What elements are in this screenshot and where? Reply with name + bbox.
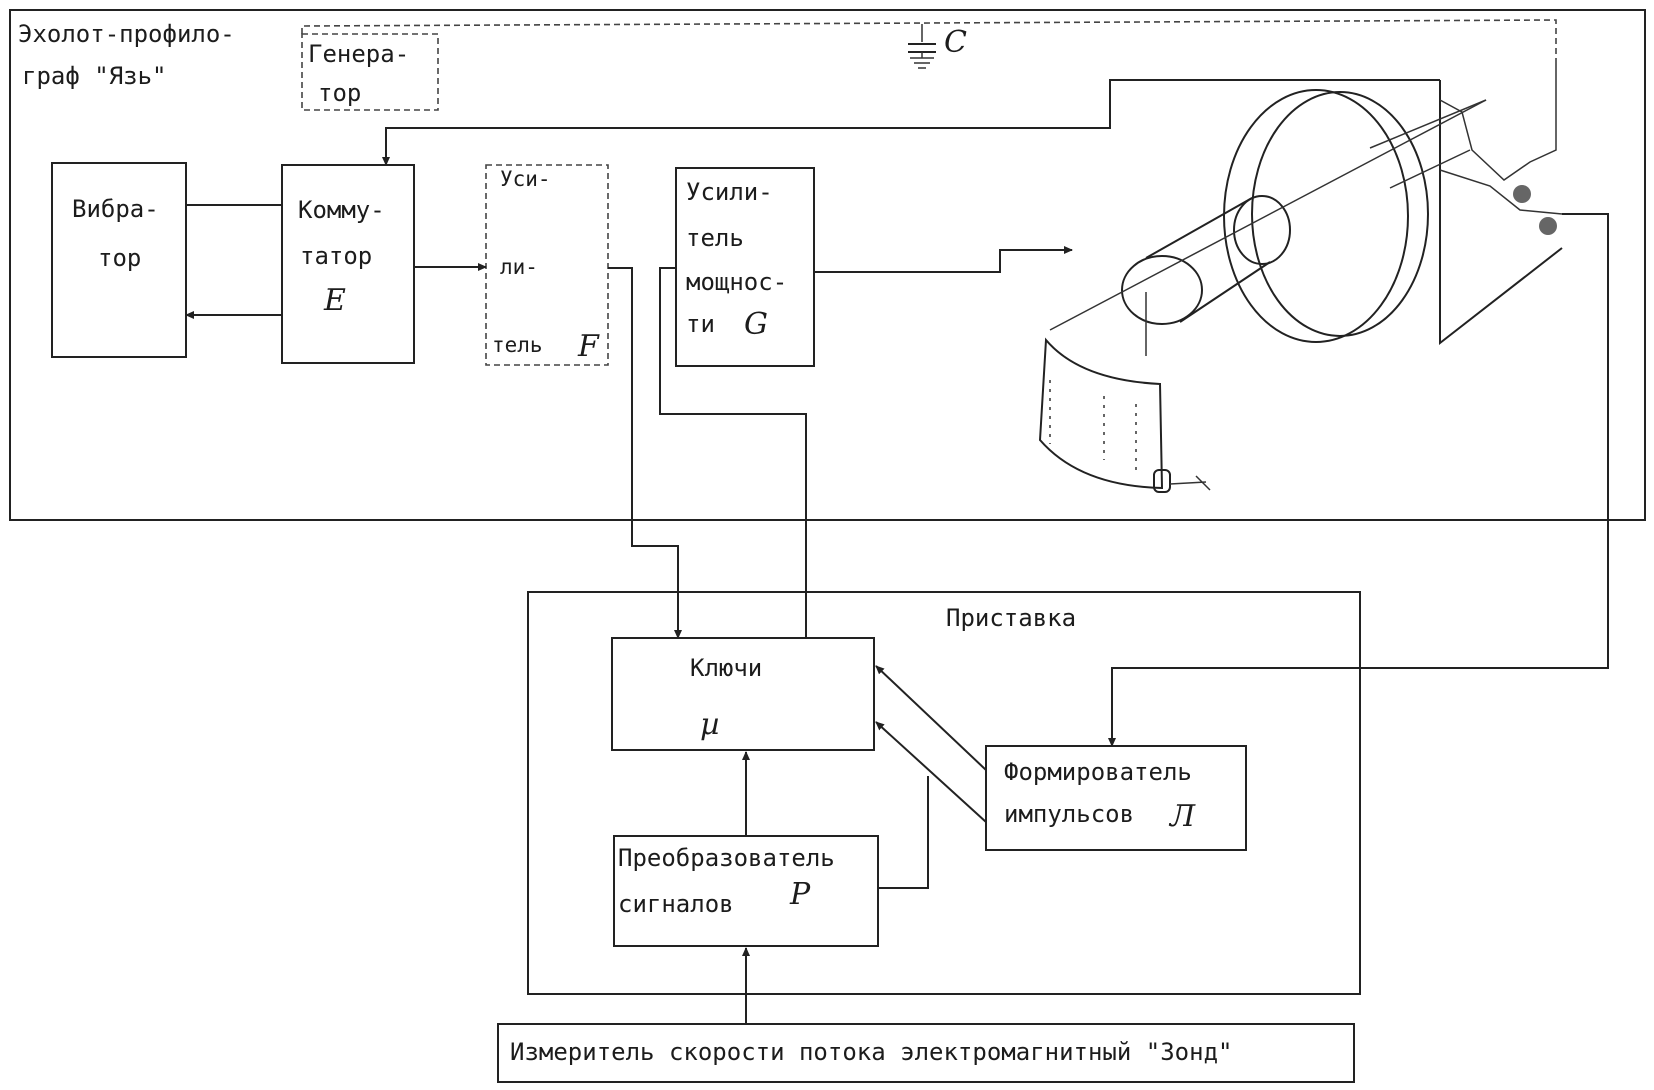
attachment-frame	[527, 591, 1361, 995]
wire-converter-to-pulse-former	[878, 776, 929, 889]
power-amp-line3: мощнос-	[686, 268, 787, 296]
keys-letter: µ	[700, 707, 720, 742]
wire-pulse-former-keys-a	[875, 665, 987, 771]
amplifier-f-letter: F	[577, 329, 600, 364]
pulse-former-line1: Формирователь	[1004, 758, 1192, 786]
system-title-line2: граф "Язь"	[22, 62, 167, 90]
vibrator-block: Вибра- тор	[51, 162, 187, 358]
keys-block: Ключи µ	[611, 637, 875, 751]
wire-pulse-former-keys-b	[875, 721, 987, 823]
wire-recorder-to-pulse-former	[1108, 213, 1609, 747]
recorder-mechanism	[1038, 58, 1563, 493]
amplifier-f-line2: ли-	[500, 255, 538, 279]
wire-keys-to-power-amp	[659, 267, 807, 638]
pulse-former-letter: Л	[1168, 799, 1196, 834]
power-amp-line1: Усили-	[686, 178, 773, 206]
converter-line2: сигналов	[618, 890, 734, 918]
power-amp-letter: G	[744, 307, 768, 342]
commutator-block: Комму- татор E	[281, 164, 415, 364]
generator-block: Генера- тор	[301, 33, 439, 111]
generator-label-line1: Генера-	[308, 40, 409, 68]
keys-label: Ключи	[690, 654, 762, 682]
attachment-title: Приставка	[946, 604, 1076, 632]
vibrator-label-line1: Вибра-	[72, 195, 159, 223]
wire-sync-to-commutator	[382, 79, 1440, 166]
commutator-letter: E	[323, 283, 346, 318]
vibrator-label-line2: тор	[98, 244, 141, 272]
commutator-label-line2: татор	[300, 242, 372, 270]
power-amplifier-block: Усили- тель мощнос- ти G	[675, 167, 815, 367]
capacitor-label: C	[944, 25, 967, 60]
flow-meter-label: Измеритель скорости потока электромагнит…	[510, 1038, 1232, 1066]
amplifier-f-line1: Уси-	[500, 167, 551, 191]
pulse-former-block: Формирователь импульсов Л	[985, 745, 1247, 851]
amplifier-f-line3: тель	[492, 333, 543, 357]
pulse-former-line2: импульсов	[1004, 800, 1134, 828]
power-amp-line2: тель	[686, 224, 744, 252]
generator-top-line	[301, 19, 1557, 58]
converter-block: Преобразователь сигналов Р	[613, 835, 879, 947]
amplifier-f-block: Уси- ли- тель F	[485, 164, 609, 366]
power-amp-line4: ти	[686, 310, 715, 338]
wire-amplifier-to-keys	[608, 267, 682, 639]
flow-meter-block: Измеритель скорости потока электромагнит…	[497, 1023, 1355, 1083]
commutator-label-line1: Комму-	[298, 196, 385, 224]
wire-power-amp-to-recorder	[814, 246, 1073, 273]
capacitor-symbol	[908, 24, 936, 69]
converter-line1: Преобразователь	[618, 844, 835, 872]
system-title-line1: Эхолот-профило-	[18, 20, 235, 48]
echo-sounder-frame	[9, 9, 1646, 521]
converter-letter: Р	[789, 877, 811, 912]
generator-label-line2: тор	[318, 79, 361, 107]
